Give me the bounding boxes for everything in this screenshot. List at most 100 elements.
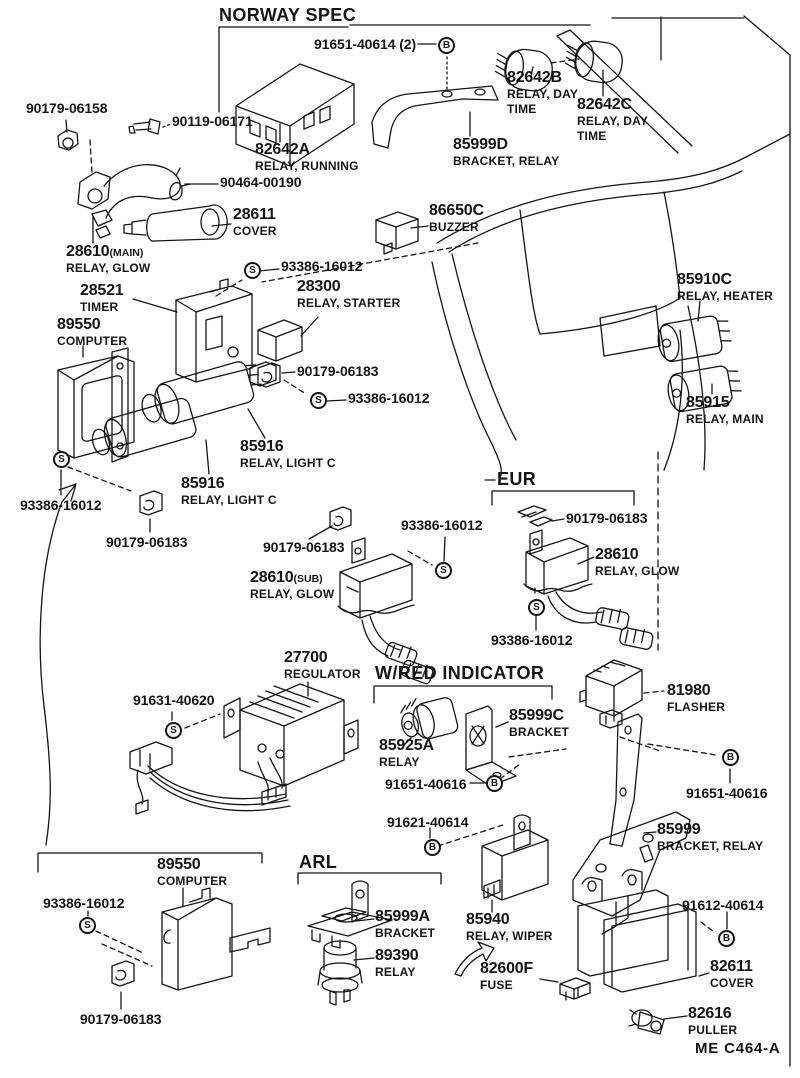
code-label-90119-06171-1: 90119-06171 — [172, 113, 253, 129]
part-number: 85915 — [686, 394, 730, 411]
part-description: COVER — [233, 224, 277, 238]
part-number: 89550 — [157, 856, 201, 873]
part-number-suffix: (SUB) — [293, 573, 323, 585]
part-number: 28300 — [297, 278, 341, 295]
bracket-85999a-drawing — [307, 880, 393, 949]
part-number: 28610 — [250, 569, 294, 586]
part-number: 82642A — [255, 141, 310, 158]
part-number: 85999 — [657, 821, 701, 838]
code-label-90179-06183-11: 90179-06183 — [566, 510, 648, 526]
leader-lines — [60, 43, 731, 1020]
symbol-b-circle: B — [718, 930, 735, 947]
clip-90179-06183-bottom-drawing — [111, 960, 135, 987]
symbol-s-circle: S — [435, 562, 452, 579]
part-number: 28611 — [233, 206, 276, 223]
symbol-s-circle: S — [244, 262, 261, 279]
code-label-93386-16012-12: 93386-16012 — [491, 632, 573, 648]
flasher-81980-drawing — [579, 659, 643, 729]
part-description: RELAY, RUNNING — [255, 159, 359, 173]
part-description: RELAY, GLOW — [250, 587, 335, 601]
header-eur: EUR — [497, 469, 537, 489]
part-description: RELAY, HEATER — [677, 289, 773, 303]
part-number: 85925A — [379, 737, 434, 754]
part-number: 85999A — [375, 908, 430, 925]
symbol-s-circle: S — [165, 722, 182, 739]
symbol-b-circle: B — [424, 839, 441, 856]
relay-85940-drawing — [481, 814, 549, 901]
part-description: RELAY, DAY — [577, 114, 649, 128]
part-description: PULLER — [688, 1023, 738, 1037]
puller-82616-drawing — [628, 1009, 665, 1035]
part-description: BRACKET — [375, 926, 436, 940]
computer-89550-bottom-drawing — [161, 887, 271, 991]
relay-82642b-drawing — [494, 48, 553, 92]
symbol-b-circle: B — [722, 749, 739, 766]
regulator-27700-drawing — [223, 683, 359, 806]
code-label-90464-00190-3: 90464-00190 — [220, 174, 302, 190]
part-label-28610-14: 28610(SUB) RELAY, GLOW — [250, 570, 334, 601]
code-label-93386-16012-17: 93386-16012 — [43, 895, 125, 911]
part-description: TIME — [507, 101, 537, 116]
code-label-91651-40616-15: 91651-40616 — [686, 785, 768, 801]
bracket-85999c-drawing — [465, 705, 517, 787]
relay-85925a-drawing — [400, 697, 459, 740]
part-description: COMPUTER — [157, 874, 228, 888]
part-number-suffix: (MAIN) — [109, 247, 144, 259]
arl-bracket — [297, 872, 442, 885]
bolt-alignment-dots — [162, 56, 448, 128]
norway-spec-bracket — [218, 15, 791, 113]
code-label-93386-16012-4: 93386-16012 — [281, 258, 363, 274]
part-description: RELAY, LIGHT C — [240, 456, 336, 470]
buzzer-86650c-drawing — [375, 211, 419, 255]
relay-85910c-drawing — [657, 315, 732, 363]
code-label-91651-40616-14: 91651-40616 — [385, 776, 467, 792]
part-description: COVER — [710, 976, 754, 990]
part-description: RELAY, LIGHT C — [181, 493, 277, 507]
part-description: RELAY, MAIN — [686, 412, 764, 426]
relay-85915-drawing — [667, 365, 742, 413]
part-number: 85910C — [677, 271, 732, 288]
clip-90179-06183-left-drawing — [139, 490, 163, 516]
header-norway-spec: NORWAY SPEC — [219, 5, 357, 25]
bracket-85999d-drawing — [371, 85, 499, 149]
wred-indicator-bracket — [373, 685, 553, 704]
part-number: 85940 — [466, 911, 510, 928]
code-label-91631-40620-13: 91631-40620 — [133, 692, 215, 708]
part-description: FLASHER — [667, 700, 726, 714]
part-number: 82611 — [710, 958, 753, 975]
relay-82642a-drawing — [235, 63, 355, 167]
relay-28610-eur-drawing — [523, 529, 654, 650]
part-description: RELAY, WIPER — [466, 929, 553, 943]
part-number: 85999C — [509, 707, 564, 724]
harness-curve-arrow — [39, 483, 77, 846]
symbol-s-circle: S — [79, 917, 96, 934]
symbol-s-circle: S — [528, 599, 545, 616]
part-description: FUSE — [480, 978, 513, 992]
code-label-90179-06183-5: 90179-06183 — [297, 363, 379, 379]
part-description: REGULATOR — [284, 667, 361, 681]
code-label-93386-16012-6: 93386-16012 — [348, 390, 430, 406]
part-label-28610-6: 28610(MAIN)RELAY, GLOW — [66, 244, 150, 275]
code-label-90179-06183-9: 90179-06183 — [263, 539, 345, 555]
part-description: TIME — [577, 128, 607, 143]
